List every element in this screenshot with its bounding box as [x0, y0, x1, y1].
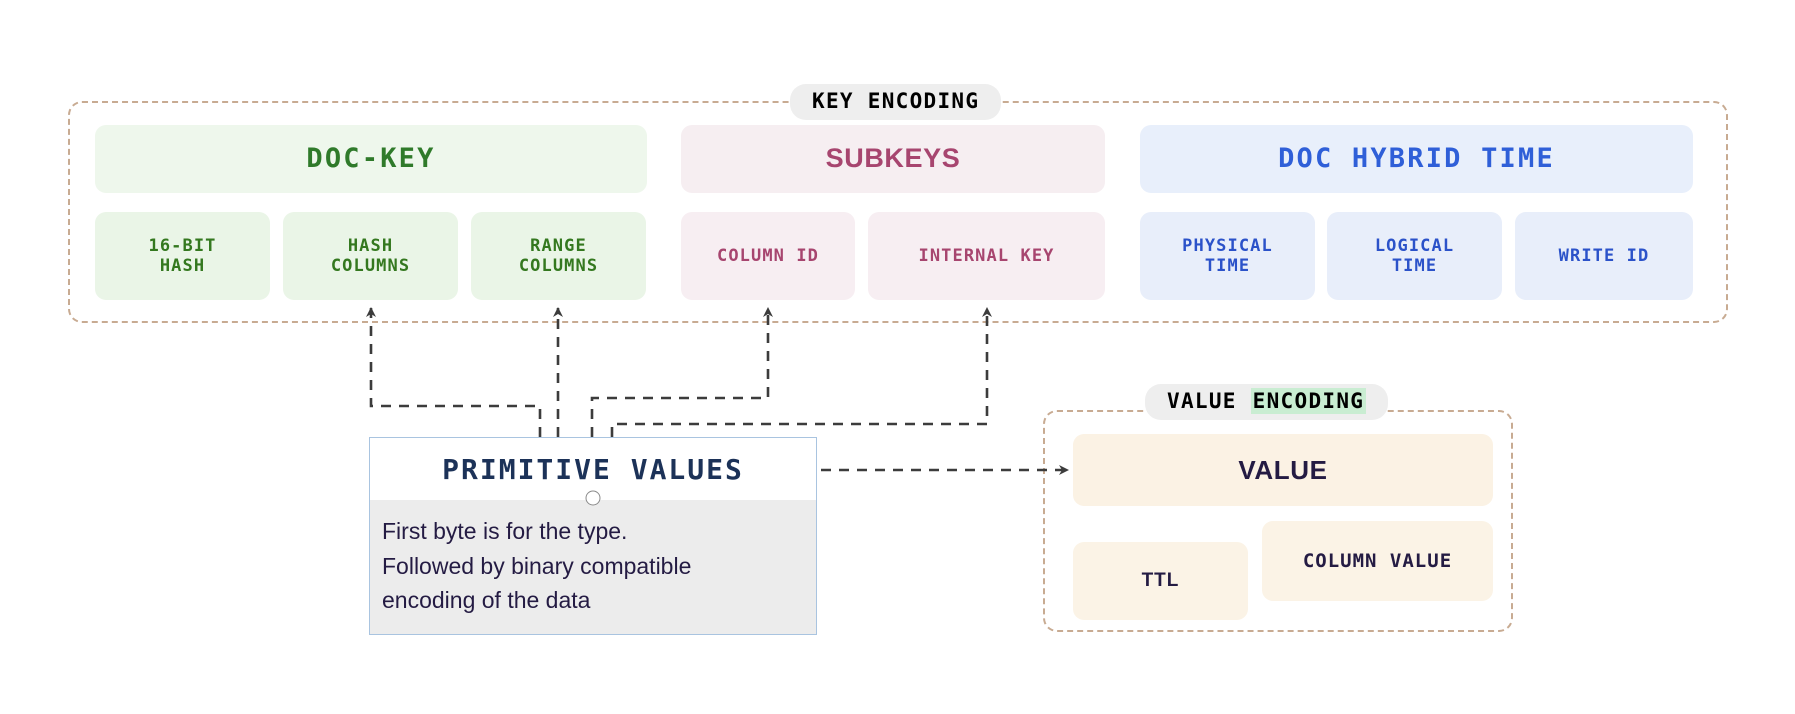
value-encoding-label-highlight: ENCODING: [1250, 388, 1367, 414]
doc-hybrid-time-child-physical-time: PHYSICAL TIME: [1140, 212, 1315, 300]
subkeys-header: SUBKEYS: [681, 125, 1105, 193]
connector-to-column-id: [590, 307, 773, 437]
connector-to-internal-key: [610, 307, 992, 437]
doc-key-child-hash-columns: HASH COLUMNS: [283, 212, 458, 300]
subkeys-child-column-id: COLUMN ID: [681, 212, 855, 300]
primitive-values-body: First byte is for the type. Followed by …: [370, 500, 816, 634]
connector-to-hash-columns: [366, 307, 542, 437]
primitive-values-body-line-1: First byte is for the type.: [382, 518, 628, 544]
primitive-values-title: PRIMITIVE VALUES: [370, 438, 816, 500]
doc-hybrid-time-header: DOC HYBRID TIME: [1140, 125, 1693, 193]
value-child-ttl: TTL: [1073, 542, 1248, 620]
value-encoding-label: VALUE ENCODING: [1145, 384, 1389, 420]
value-encoding-label-plain: VALUE: [1167, 389, 1251, 413]
value-child-column-value: COLUMN VALUE: [1262, 521, 1493, 601]
key-encoding-label: KEY ENCODING: [790, 84, 1002, 120]
doc-hybrid-time-child-write-id: WRITE ID: [1515, 212, 1693, 300]
doc-key-header: DOC-KEY: [95, 125, 647, 193]
subkeys-child-internal-key: INTERNAL KEY: [868, 212, 1105, 300]
doc-key-child-16-bit-hash: 16-BIT HASH: [95, 212, 270, 300]
value-header: VALUE: [1073, 434, 1493, 506]
primitive-values-body-line-3: encoding of the data: [382, 587, 591, 613]
doc-hybrid-time-child-logical-time: LOGICAL TIME: [1327, 212, 1502, 300]
primitive-values-note[interactable]: PRIMITIVE VALUES First byte is for the t…: [369, 437, 817, 635]
doc-key-child-range-columns: RANGE COLUMNS: [471, 212, 646, 300]
primitive-values-body-line-2: Followed by binary compatible: [382, 552, 692, 579]
primitive-values-anchor-handle[interactable]: [585, 490, 601, 506]
